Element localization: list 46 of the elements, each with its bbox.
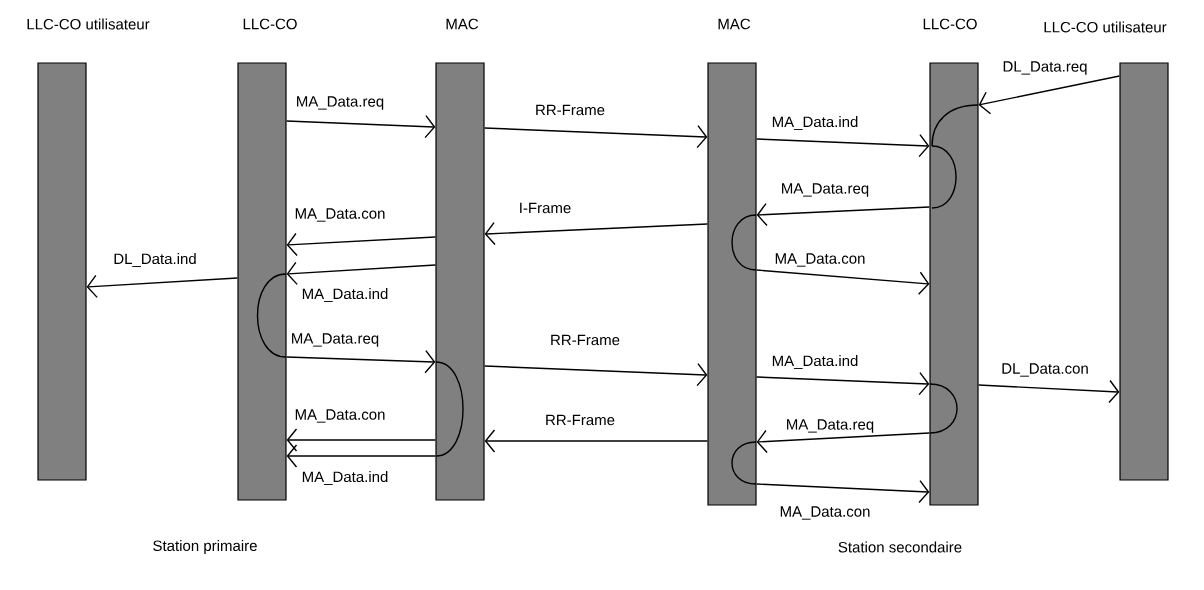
edge-label: DL_Data.req xyxy=(1001,60,1089,76)
edge-label: MA_Data.ind xyxy=(300,287,390,303)
message-arrow xyxy=(755,269,930,295)
lifeline-heading: LLC-CO xyxy=(243,18,297,30)
message-arrow xyxy=(483,362,708,387)
edge-label: MA_Data.req xyxy=(294,95,386,111)
edge-label: I-Frame xyxy=(517,201,573,215)
message-arrow xyxy=(285,114,436,139)
message-arrow xyxy=(755,133,930,158)
edge-label: MA_Data.ind xyxy=(770,115,860,131)
edge-label: DL_Data.con xyxy=(1000,362,1090,378)
message-arrow xyxy=(285,350,436,374)
edge-label: MA_Data.ind xyxy=(770,354,860,370)
message-arrow xyxy=(755,479,930,504)
message-arrow xyxy=(286,444,437,468)
edge-label: MA_Data.con xyxy=(293,408,387,424)
station-label: Station primaire xyxy=(153,540,257,554)
edge-label: RR-Frame xyxy=(549,333,621,347)
message-arrow xyxy=(286,428,437,452)
edge-label: MA_Data.req xyxy=(289,332,381,348)
message-arrow xyxy=(484,221,709,246)
edge-label: MA_Data.req xyxy=(779,182,871,198)
edge-label: MA_Data.con xyxy=(773,252,867,268)
lifeline-heading: LLC-CO utilisateur xyxy=(27,18,150,30)
message-arrow xyxy=(978,75,1121,115)
message-arrow xyxy=(756,202,931,227)
lifeline-heading: MAC xyxy=(446,18,479,30)
edge-label: MA_Data.con xyxy=(778,505,872,521)
edge-label: MA_Data.ind xyxy=(300,470,390,486)
edge-label: RR-Frame xyxy=(544,413,616,427)
message-arrow xyxy=(286,261,437,286)
message-arrow xyxy=(755,371,930,396)
message-arrow xyxy=(977,379,1120,404)
edge-label: DL_Data.ind xyxy=(112,252,198,268)
lifeline-heading: MAC xyxy=(718,18,751,30)
message-arrow xyxy=(483,124,708,149)
station-label: Station secondaire xyxy=(838,541,962,553)
message-arrow xyxy=(286,232,437,257)
message-arrow xyxy=(86,274,239,299)
message-arrow xyxy=(756,429,931,454)
message-arrow xyxy=(484,429,709,453)
lifeline-heading: LLC-CO utilisateur xyxy=(1044,21,1167,33)
edge-label: MA_Data.req xyxy=(784,418,876,434)
lifeline-heading: LLC-CO xyxy=(923,18,977,30)
edge-label: MA_Data.con xyxy=(293,207,387,223)
edge-label: RR-Frame xyxy=(534,103,606,117)
